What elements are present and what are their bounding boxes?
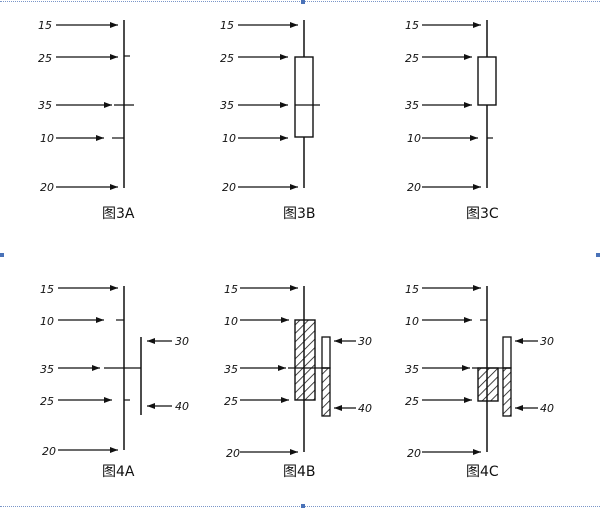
panel-4a: 15 10 35 25 20 30 40 图4A — [40, 283, 189, 480]
label-right: 30 — [358, 335, 372, 348]
label-right: 40 — [358, 402, 372, 415]
label-left: 35 — [38, 99, 52, 112]
caption: 图3B — [283, 206, 316, 222]
label-right: 40 — [540, 402, 554, 415]
label-left: 35 — [40, 363, 54, 376]
label-left: 35 — [405, 363, 419, 376]
panel-3a: 15 25 35 10 20 图3A — [38, 19, 135, 222]
label-right: 40 — [175, 400, 189, 413]
label-left: 25 — [224, 395, 238, 408]
bottom-marker — [301, 504, 305, 508]
caption: 图4A — [102, 464, 135, 480]
secondary-hatched-interval — [502, 367, 512, 417]
label-left: 25 — [40, 395, 54, 408]
label-left: 25 — [220, 52, 234, 65]
label-left: 10 — [40, 132, 54, 145]
panel-4b: 15 10 35 25 20 30 40 图4B — [224, 283, 372, 480]
label-left: 20 — [226, 447, 240, 460]
label-left: 35 — [224, 363, 238, 376]
right-marker — [596, 253, 600, 257]
hatched-interval — [294, 319, 316, 401]
label-right: 30 — [175, 335, 189, 348]
label-left: 10 — [407, 132, 421, 145]
label-left: 15 — [224, 283, 238, 296]
label-left: 10 — [222, 132, 236, 145]
label-left: 20 — [42, 445, 56, 458]
interval-box — [477, 56, 497, 106]
secondary-interval — [321, 336, 331, 369]
left-marker — [0, 253, 4, 257]
panel-4c: 15 10 35 25 20 30 40 图4C — [405, 283, 554, 480]
label-left: 10 — [40, 315, 54, 328]
top-border — [0, 1, 600, 2]
label-left: 15 — [38, 19, 52, 32]
label-left: 10 — [224, 315, 238, 328]
label-left: 25 — [405, 395, 419, 408]
label-left: 15 — [220, 19, 234, 32]
label-left: 25 — [405, 52, 419, 65]
label-left: 20 — [407, 181, 421, 194]
caption: 图4B — [283, 464, 316, 480]
hatched-interval — [477, 367, 499, 402]
bottom-border — [0, 506, 600, 507]
label-left: 35 — [220, 99, 234, 112]
label-left: 20 — [222, 181, 236, 194]
panel-3c: 15 25 35 10 20 图3C — [405, 19, 499, 222]
label-left: 25 — [38, 52, 52, 65]
top-marker — [301, 0, 305, 4]
secondary-interval — [502, 336, 512, 369]
caption: 图3C — [466, 206, 499, 222]
label-left: 35 — [405, 99, 419, 112]
label-left: 20 — [407, 447, 421, 460]
interval-box — [294, 56, 314, 138]
panel-3b: 15 25 35 10 20 图3B — [220, 19, 320, 222]
caption: 图3A — [102, 206, 135, 222]
label-left: 15 — [40, 283, 54, 296]
caption: 图4C — [466, 464, 499, 480]
label-left: 20 — [40, 181, 54, 194]
label-left: 10 — [405, 315, 419, 328]
secondary-hatched-interval — [321, 367, 331, 417]
label-left: 15 — [405, 283, 419, 296]
label-left: 15 — [405, 19, 419, 32]
label-right: 30 — [540, 335, 554, 348]
